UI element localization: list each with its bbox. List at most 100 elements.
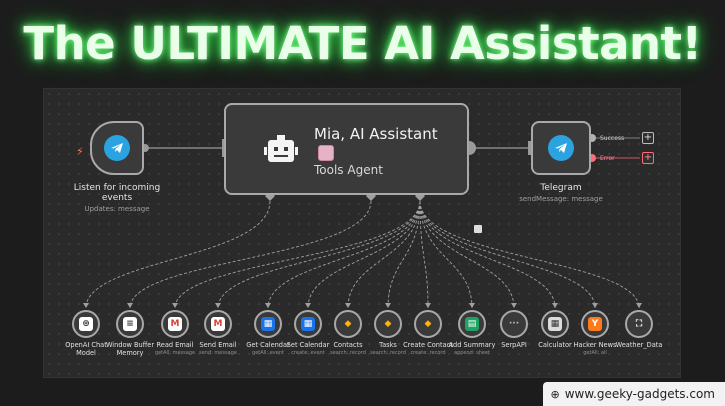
tool-sub: search: record bbox=[330, 350, 366, 356]
tool-sub: create: event bbox=[291, 350, 325, 356]
tool-label: Weather_Data bbox=[615, 341, 663, 349]
wire-tool-6 bbox=[347, 200, 421, 309]
tool-node[interactable]: ▦ bbox=[541, 310, 569, 338]
tool-node[interactable]: ▦ bbox=[254, 310, 282, 338]
telegram-label: Telegram bbox=[540, 183, 582, 193]
hackernews-icon: Y bbox=[588, 317, 602, 331]
wire-tool-12 bbox=[419, 200, 596, 309]
wire-arrow-7 bbox=[385, 303, 391, 308]
gmail-icon: M bbox=[168, 317, 182, 331]
wire-arrow-10 bbox=[511, 303, 517, 308]
tool-label: Tasks bbox=[379, 341, 397, 349]
tool-label: OpenAI Chat Model bbox=[65, 341, 107, 357]
telegram-icon bbox=[104, 135, 130, 161]
tool-label: Create Contact bbox=[403, 341, 453, 349]
add-error-button[interactable]: + bbox=[642, 152, 654, 164]
tool-node[interactable]: ▤ bbox=[458, 310, 486, 338]
wire-tool-1 bbox=[129, 200, 372, 309]
banner: The ULTIMATE AI Assistant! bbox=[0, 0, 725, 86]
telegram-sub: sendMessage: message bbox=[519, 195, 603, 203]
wire-arrow-9 bbox=[469, 303, 475, 308]
tool-label: Add Summary bbox=[448, 341, 496, 349]
telegram-input-port bbox=[528, 141, 532, 155]
tool-label: Contacts bbox=[333, 341, 363, 349]
memory-icon: ≡ bbox=[123, 317, 137, 331]
telegram-icon bbox=[548, 135, 574, 161]
wire-arrow-0 bbox=[83, 303, 89, 308]
agent-title: Mia, AI Assistant bbox=[314, 125, 438, 143]
tool-node[interactable]: ··· bbox=[500, 310, 528, 338]
tool-label: Read Email bbox=[156, 341, 194, 349]
wire-handle bbox=[474, 225, 482, 233]
wire-arrow-3 bbox=[215, 303, 221, 308]
sheets-icon: ▤ bbox=[465, 317, 479, 331]
wire-tool-4 bbox=[267, 200, 421, 309]
watermark-text: www.geeky-gadgets.com bbox=[564, 387, 715, 401]
tool-node[interactable]: ▦ bbox=[294, 310, 322, 338]
tool-node[interactable]: ◆ bbox=[414, 310, 442, 338]
wire-tool-2 bbox=[174, 200, 421, 309]
wire-tool-8 bbox=[419, 200, 429, 309]
workflow-canvas[interactable]: ⚡ Listen for incoming events Updates: me… bbox=[43, 88, 681, 378]
tool-node[interactable]: ≡ bbox=[116, 310, 144, 338]
gmail-icon: M bbox=[211, 317, 225, 331]
tool-label: Hacker News bbox=[573, 341, 617, 349]
calculator-icon: ▦ bbox=[548, 317, 562, 331]
airtable-icon: ◆ bbox=[381, 317, 395, 331]
tool-sub: getAll: all bbox=[583, 350, 607, 356]
wire-tool-13 bbox=[419, 200, 640, 309]
tool-label: SerpAPI bbox=[501, 341, 527, 349]
agent-sub: Tools Agent bbox=[314, 163, 383, 177]
wire-arrow-5 bbox=[305, 303, 311, 308]
network-icon: ⛶ bbox=[632, 317, 646, 331]
tool-node[interactable]: ◆ bbox=[374, 310, 402, 338]
serpapi-icon: ··· bbox=[507, 317, 521, 331]
openai-icon: ⊛ bbox=[79, 317, 93, 331]
wire-arrow-8 bbox=[425, 303, 431, 308]
add-success-button[interactable]: + bbox=[642, 132, 654, 144]
tool-label: Send Email bbox=[199, 341, 237, 349]
wire-arrow-2 bbox=[172, 303, 178, 308]
wire-tool-7 bbox=[387, 200, 421, 309]
tool-label: Calculator bbox=[538, 341, 572, 349]
wire-arrow-1 bbox=[127, 303, 133, 308]
wire-arrow-4 bbox=[265, 303, 271, 308]
wire-tool-0 bbox=[85, 200, 271, 309]
calendar-icon: ▦ bbox=[261, 317, 275, 331]
wire-tool-9 bbox=[419, 200, 473, 309]
tool-sub: append: sheet bbox=[454, 350, 490, 356]
banner-title: The ULTIMATE AI Assistant! bbox=[23, 16, 702, 70]
globe-icon: ⊕ bbox=[550, 387, 560, 401]
agent-node[interactable]: Mia, AI Assistant Tools Agent bbox=[224, 103, 469, 195]
telegram-node[interactable] bbox=[531, 121, 591, 175]
wire-tool-3 bbox=[217, 200, 421, 309]
tool-sub: getAll: event bbox=[252, 350, 284, 356]
error-label: Error bbox=[600, 155, 615, 162]
wire-arrow-6 bbox=[345, 303, 351, 308]
wire-arrow-11 bbox=[552, 303, 558, 308]
watermark: ⊕ www.geeky-gadgets.com bbox=[542, 382, 725, 406]
trigger-label: Listen for incoming events bbox=[73, 183, 161, 203]
tool-sub: getAll: message bbox=[154, 350, 196, 356]
tool-sub: send: message bbox=[199, 350, 237, 356]
trigger-node[interactable] bbox=[90, 121, 144, 175]
robot-icon bbox=[264, 135, 298, 162]
avatar bbox=[318, 145, 334, 161]
airtable-icon: ◆ bbox=[341, 317, 355, 331]
tool-node[interactable]: ⊛ bbox=[72, 310, 100, 338]
tool-label: Get Calendar bbox=[246, 341, 290, 349]
tool-node[interactable]: M bbox=[161, 310, 189, 338]
airtable-icon: ◆ bbox=[421, 317, 435, 331]
tool-sub: create: record bbox=[410, 350, 446, 356]
trigger-sub: Updates: message bbox=[84, 205, 150, 213]
success-label: Success bbox=[600, 135, 625, 142]
tool-node[interactable]: Y bbox=[581, 310, 609, 338]
wire-arrow-13 bbox=[636, 303, 642, 308]
tool-node[interactable]: ◆ bbox=[334, 310, 362, 338]
tool-sub: search: record bbox=[370, 350, 406, 356]
tool-node[interactable]: ⛶ bbox=[625, 310, 653, 338]
wire-tool-10 bbox=[419, 200, 515, 309]
tool-node[interactable]: M bbox=[204, 310, 232, 338]
wire-tool-11 bbox=[419, 200, 556, 309]
tool-label: Window Buffer Memory bbox=[105, 341, 155, 357]
